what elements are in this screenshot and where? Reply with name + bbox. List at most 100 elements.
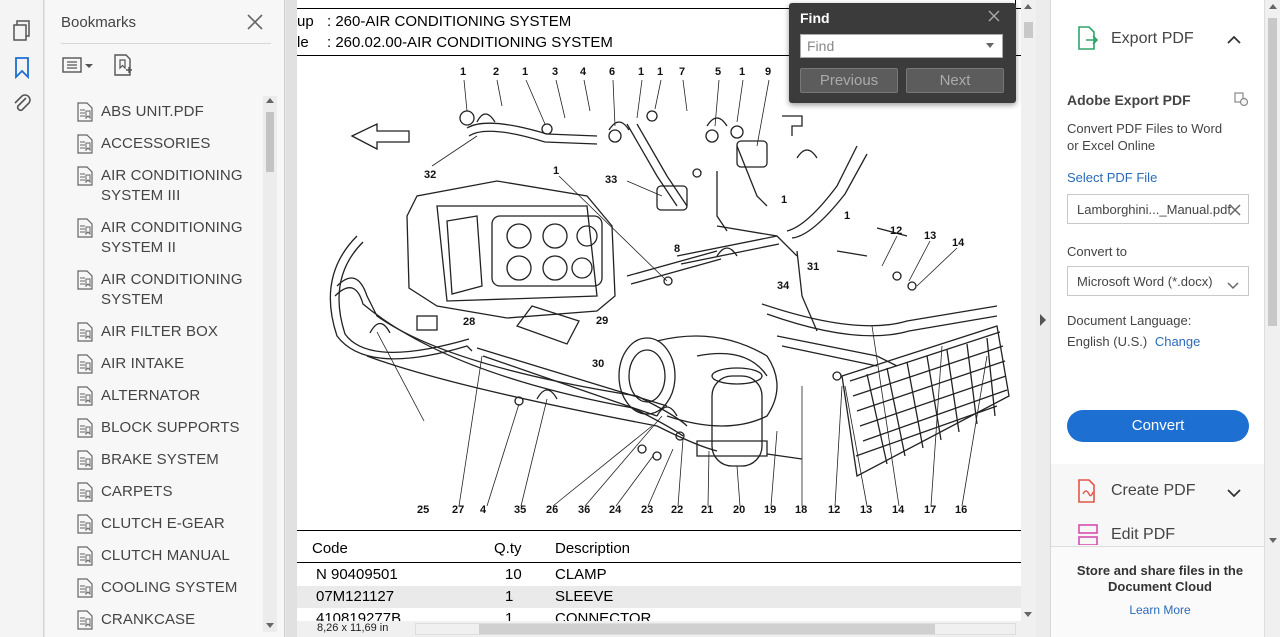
selected-file-field[interactable]: Lamborghini..._Manual.pdf bbox=[1067, 194, 1249, 224]
callout-number: 24 bbox=[609, 504, 622, 516]
cell-description: SLEEVE bbox=[555, 588, 614, 605]
convert-button[interactable]: Convert bbox=[1067, 410, 1249, 442]
callout-number: 32 bbox=[424, 169, 436, 181]
new-bookmark-icon[interactable] bbox=[111, 53, 135, 77]
callout-number: 14 bbox=[892, 504, 905, 516]
scroll-up-icon[interactable] bbox=[266, 98, 274, 103]
bookmark-label: COOLING SYSTEM bbox=[101, 579, 238, 596]
bookmark-item[interactable]: BLOCK SUPPORTS bbox=[45, 412, 263, 444]
export-pdf-header[interactable]: Export PDF bbox=[1111, 30, 1194, 47]
header-group-row: up: 260-AIR CONDITIONING SYSTEM bbox=[297, 13, 571, 30]
cell-code: N 90409501 bbox=[316, 566, 398, 583]
scroll-down-icon[interactable] bbox=[1269, 538, 1277, 543]
find-popup: Find Find Previous Next bbox=[789, 3, 1016, 103]
pages-icon[interactable] bbox=[10, 19, 34, 43]
bookmark-item[interactable]: AIR INTAKE bbox=[45, 348, 263, 380]
bookmark-item[interactable]: ACCESSORIES bbox=[45, 128, 263, 160]
bookmark-label: ACCESSORIES bbox=[101, 135, 211, 152]
previous-button[interactable]: Previous bbox=[800, 68, 898, 93]
bookmark-item[interactable]: ABS UNIT.pdf bbox=[45, 96, 263, 128]
close-icon[interactable] bbox=[1229, 203, 1241, 221]
bookmark-item[interactable]: AIR FILTER BOX bbox=[45, 316, 263, 348]
close-icon[interactable] bbox=[987, 9, 1001, 23]
bookmark-item[interactable]: AIR CONDITIONING SYSTEM bbox=[45, 264, 263, 316]
cloud-settings-icon[interactable] bbox=[1233, 91, 1249, 112]
learn-more-link[interactable]: Learn More bbox=[1129, 603, 1191, 617]
change-language-link[interactable]: Change bbox=[1154, 334, 1201, 349]
callout-number: 31 bbox=[807, 261, 819, 273]
scroll-thumb[interactable] bbox=[266, 112, 274, 172]
chevron-down-icon[interactable] bbox=[1227, 277, 1239, 295]
bookmark-label: CARPETS bbox=[101, 483, 173, 500]
callout-number: 2 bbox=[493, 66, 499, 78]
bookmark-item[interactable]: CLUTCH MANUAL bbox=[45, 540, 263, 572]
convert-to-label: Convert to bbox=[1067, 244, 1127, 259]
attachment-icon[interactable] bbox=[10, 91, 34, 115]
bookmark-item[interactable]: AIR CONDITIONING SYSTEM III bbox=[45, 160, 263, 212]
scroll-thumb[interactable] bbox=[479, 624, 935, 634]
left-tool-rail bbox=[0, 0, 44, 637]
callout-number: 1 bbox=[522, 66, 528, 78]
edit-pdf-tool[interactable]: Edit PDF bbox=[1111, 526, 1176, 543]
bookmarks-panel: Bookmarks ABS UNIT.pdfACCESSORIES AIR CON… bbox=[45, 0, 285, 637]
next-button[interactable]: Next bbox=[906, 68, 1004, 93]
chevron-down-icon[interactable] bbox=[1227, 485, 1241, 503]
column-qty: Q.ty bbox=[494, 540, 522, 557]
document-cloud-promo: Store and share files in the Document Cl… bbox=[1051, 546, 1265, 637]
bookmark-page-icon bbox=[77, 482, 95, 502]
bookmark-item[interactable]: CLUTCH E-GEAR bbox=[45, 508, 263, 540]
document-horizontal-scrollbar[interactable] bbox=[415, 623, 1016, 635]
bookmarks-title: Bookmarks bbox=[61, 14, 137, 31]
close-icon[interactable] bbox=[245, 12, 265, 32]
create-pdf-tool[interactable]: Create PDF bbox=[1111, 482, 1196, 499]
bookmark-item[interactable]: BRAKE SYSTEM bbox=[45, 444, 263, 476]
document-vertical-scrollbar[interactable] bbox=[1021, 0, 1036, 621]
bookmark-label: BRAKE SYSTEM bbox=[101, 451, 219, 468]
callout-number: 1 bbox=[638, 66, 644, 78]
callout-number: 34 bbox=[777, 280, 790, 292]
chevron-up-icon[interactable] bbox=[1227, 32, 1241, 50]
scroll-down-icon[interactable] bbox=[266, 623, 274, 628]
find-input[interactable]: Find bbox=[800, 34, 1003, 58]
bookmark-page-icon bbox=[77, 610, 95, 630]
bookmarks-scrollbar[interactable] bbox=[263, 96, 277, 632]
tools-list: Create PDF Edit PDF bbox=[1051, 465, 1264, 545]
scroll-down-icon[interactable] bbox=[1024, 612, 1032, 617]
bookmark-label: AIR CONDITIONING SYSTEM bbox=[101, 271, 243, 308]
scroll-up-icon[interactable] bbox=[1269, 4, 1277, 9]
table-rule bbox=[297, 530, 1021, 531]
bookmark-page-icon bbox=[77, 218, 95, 238]
pdf-page: up: 260-AIR CONDITIONING SYSTEM le: 260.… bbox=[297, 0, 1021, 621]
bookmark-page-icon bbox=[77, 546, 95, 566]
bookmark-icon[interactable] bbox=[10, 56, 34, 80]
bookmark-item[interactable]: CARPETS bbox=[45, 476, 263, 508]
bookmark-item[interactable]: AIR CONDITIONING SYSTEM II bbox=[45, 212, 263, 264]
callout-number: 22 bbox=[671, 504, 683, 516]
bookmark-item[interactable]: CRANKCASE bbox=[45, 604, 263, 632]
bookmark-page-icon bbox=[77, 450, 95, 470]
callout-number: 35 bbox=[514, 504, 526, 516]
scroll-thumb[interactable] bbox=[1024, 22, 1033, 38]
callout-number: 33 bbox=[605, 174, 617, 186]
convert-to-select[interactable]: Microsoft Word (*.docx) bbox=[1067, 266, 1249, 296]
bookmark-item[interactable]: ALTERNATOR bbox=[45, 380, 263, 412]
callout-number: 21 bbox=[701, 504, 713, 516]
chevron-down-icon[interactable] bbox=[986, 43, 994, 48]
collapse-right-panel-icon[interactable] bbox=[1037, 300, 1049, 340]
callout-number: 3 bbox=[552, 66, 558, 78]
bookmark-options-button[interactable] bbox=[61, 54, 95, 76]
bookmark-page-icon bbox=[77, 578, 95, 598]
right-panel-scrollbar[interactable] bbox=[1264, 0, 1280, 637]
bookmark-item[interactable]: COOLING SYSTEM bbox=[45, 572, 263, 604]
header-table-row: le: 260.02.00-AIR CONDITIONING SYSTEM bbox=[297, 34, 613, 51]
scroll-thumb[interactable] bbox=[1268, 18, 1277, 326]
header-table-key: le bbox=[297, 34, 309, 51]
scroll-up-icon[interactable] bbox=[1024, 4, 1032, 9]
bookmark-label: AIR CONDITIONING SYSTEM II bbox=[101, 219, 243, 256]
callout-number: 29 bbox=[596, 315, 608, 327]
callout-number: 19 bbox=[764, 504, 776, 516]
select-pdf-file-link[interactable]: Select PDF File bbox=[1067, 170, 1158, 185]
adobe-export-title: Adobe Export PDF bbox=[1067, 92, 1191, 108]
